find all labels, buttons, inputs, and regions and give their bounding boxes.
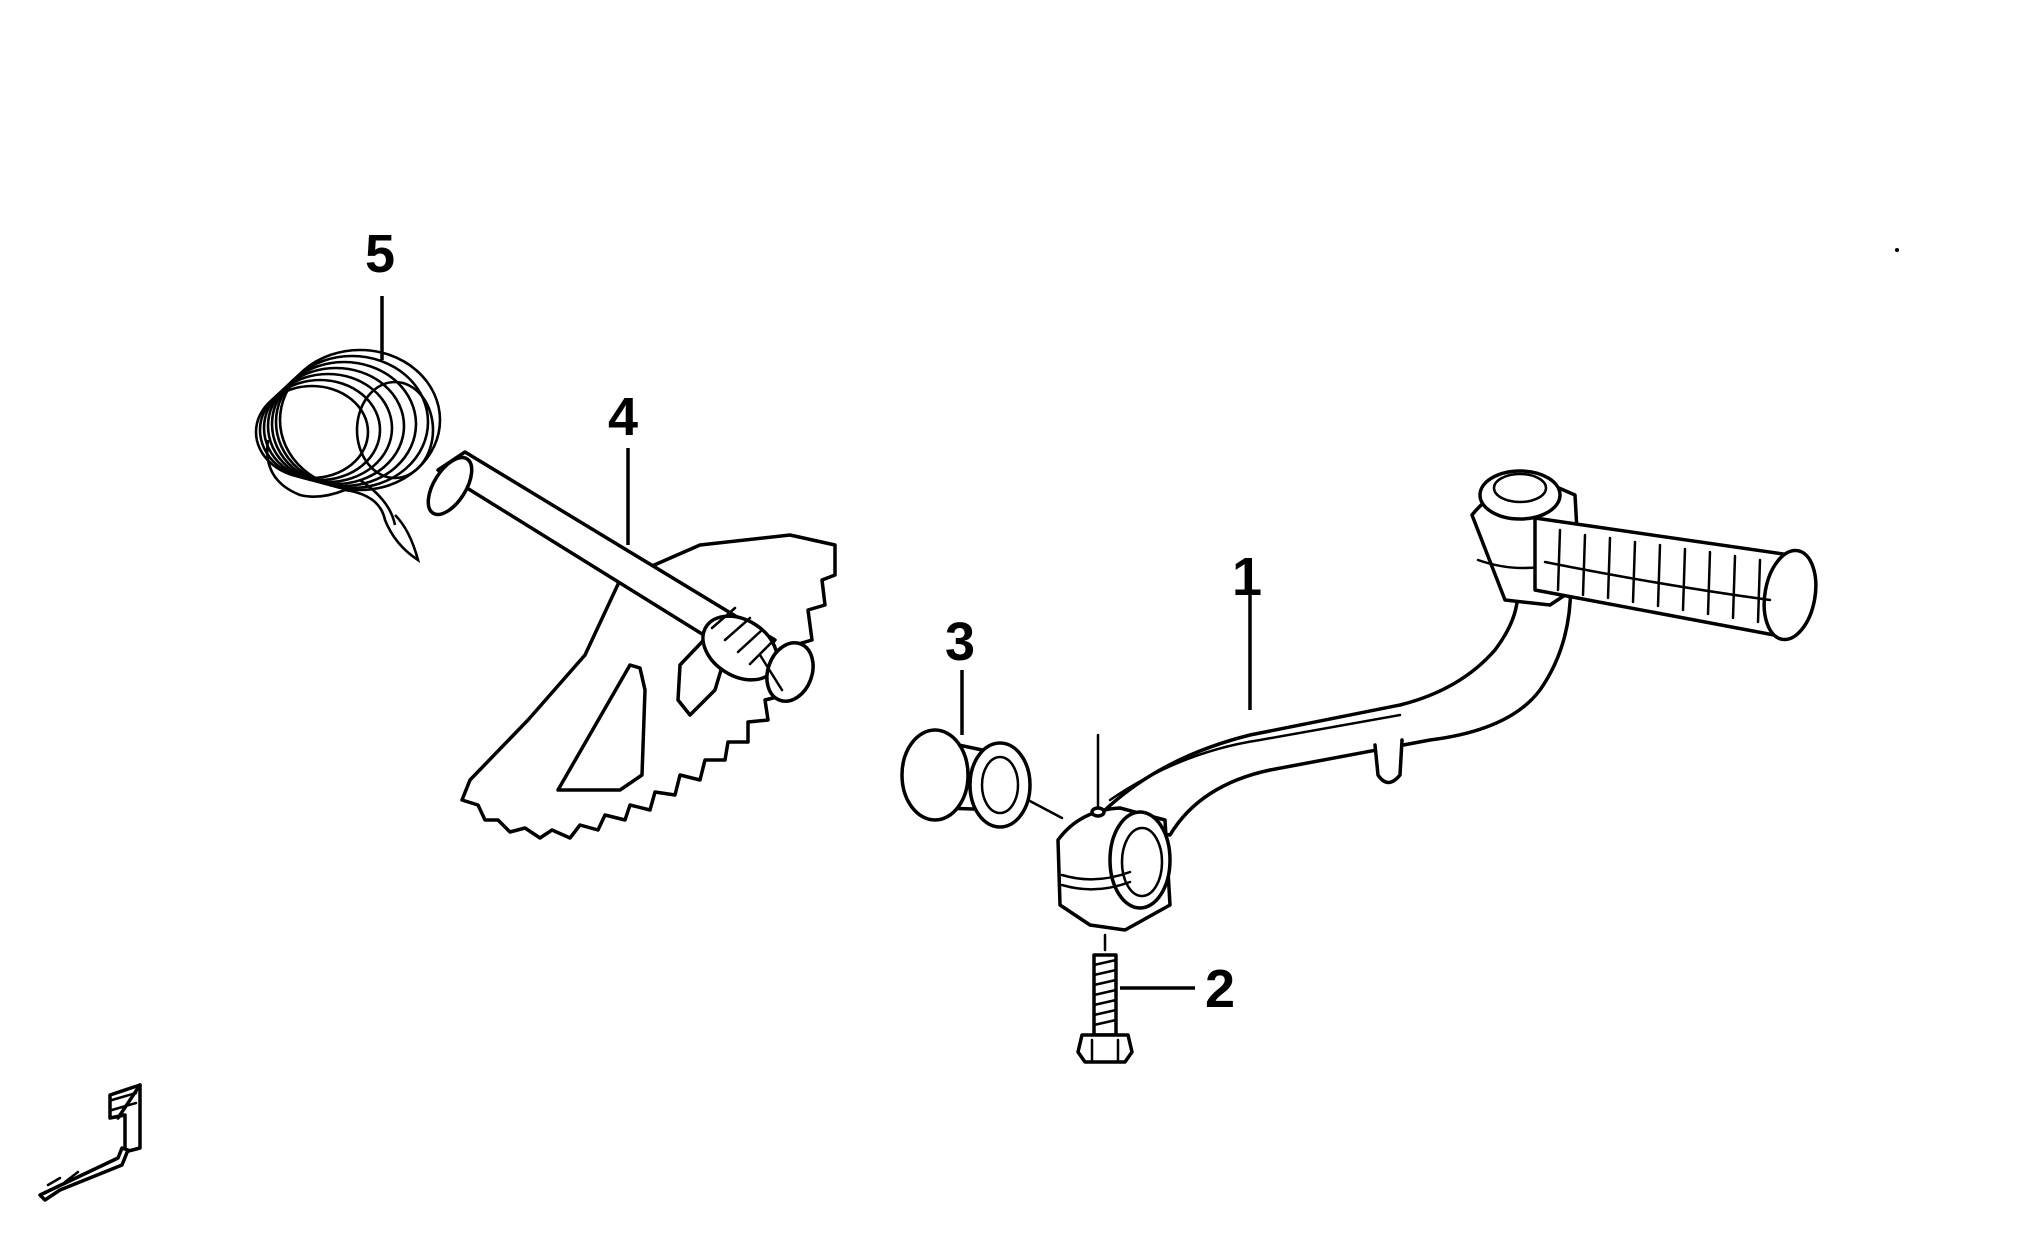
callout-2: 2 [1205,959,1235,1019]
leader-lines [380,296,1252,990]
kick-starter-arm-part [1056,469,1818,932]
callout-4: 4 [608,387,638,447]
scan-speck [1895,248,1899,252]
kick-starter-spindle-part [426,450,837,840]
collar-part [900,728,1064,829]
bolt-part [1076,933,1134,1064]
callout-5: 5 [365,224,395,284]
callout-3: 3 [945,612,975,672]
return-spring-part [254,348,442,563]
front-direction-icon: F [38,1083,142,1202]
callout-labels: 1 2 3 4 5 [365,224,1262,1019]
callout-1: 1 [1232,547,1262,607]
